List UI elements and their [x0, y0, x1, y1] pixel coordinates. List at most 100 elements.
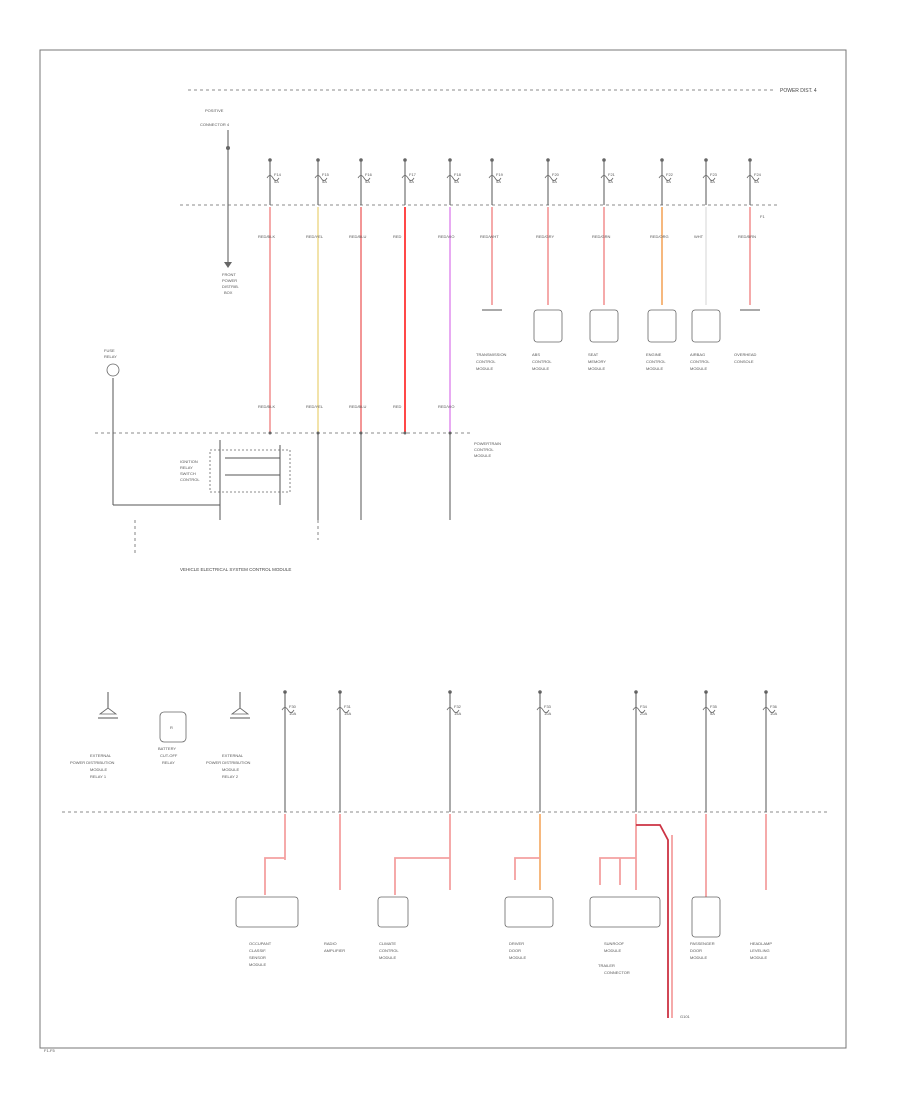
- fuse-feed-node: [704, 158, 708, 162]
- bus-node: [403, 431, 407, 435]
- fuse-id: F21: [608, 172, 616, 177]
- wire-label: RED/BLU: [349, 234, 366, 239]
- fuse-feed-node: [748, 158, 752, 162]
- trailer-feed: [636, 824, 669, 1018]
- branch-climate: [394, 857, 450, 895]
- bco-l2: CUT-OFF: [160, 753, 178, 758]
- fuse-feed-node: [268, 158, 272, 162]
- ext1-l3: MODULE: [90, 767, 107, 772]
- fuse-symbol: [446, 707, 460, 713]
- bottom-component-label-2: MODULE: [750, 955, 767, 960]
- fuse-amp: 5A: [322, 179, 327, 184]
- fuse-feed-node: [403, 158, 407, 162]
- fuse-id: F35: [710, 704, 718, 709]
- fuse-symbol: [488, 175, 502, 181]
- bottom-component-label-1: LEVELING: [750, 948, 770, 953]
- fuse-amp: 15A: [344, 711, 351, 716]
- wire-label-lower: RED/BLU: [349, 404, 366, 409]
- fuse-symbol: [401, 175, 415, 181]
- top-component-label-1: MEMORY: [588, 359, 606, 364]
- top-component-box: [533, 309, 563, 343]
- wire-label: RED/ORG: [650, 234, 669, 239]
- fuse-id: F30: [289, 704, 297, 709]
- fuse-symbol: [702, 707, 716, 713]
- relay-label-3: SWITCH: [180, 471, 196, 476]
- ext2-l4: RELAY 2: [222, 774, 239, 779]
- ext1-l1: EXTERNAL: [90, 753, 112, 758]
- ground-top-l4: BOX: [224, 290, 233, 295]
- bottom-component-label-2: MODULE: [690, 955, 707, 960]
- fuse-id: F15: [322, 172, 330, 177]
- bottom-component-label-1: DOOR: [690, 948, 702, 953]
- ext-relay-1-symbol: [98, 707, 118, 715]
- ext-relay-2-symbol: [230, 707, 250, 715]
- fuse-amp: 5A: [608, 179, 613, 184]
- relay-label-2: RELAY: [180, 465, 193, 470]
- page-frame: [39, 49, 847, 1049]
- bottom-fuse-columns: F3010AF3115AF3215AF3310AF3420AF355AF3610…: [235, 690, 778, 1018]
- left-splice-l2: RELAY: [104, 354, 117, 359]
- fuse-symbol: [446, 175, 460, 181]
- wire-label: RED: [393, 234, 402, 239]
- fuse-id: F23: [710, 172, 718, 177]
- pcm-label-2: CONTROL: [474, 447, 494, 452]
- fuse-amp: 5A: [710, 711, 715, 716]
- fuse-symbol: [357, 175, 371, 181]
- ground-top-l2: POWER: [222, 278, 237, 283]
- bottom-component-label-0: RADIO: [324, 941, 337, 946]
- wire-label: RED/WHT: [480, 234, 499, 239]
- fuse-id: F32: [454, 704, 462, 709]
- top-component-label-0: SEAT: [588, 352, 599, 357]
- ground-top-l1: FRONT: [222, 272, 236, 277]
- fuse-id: F34: [640, 704, 648, 709]
- wire-label: WHT: [694, 234, 704, 239]
- fuse-amp: 20A: [640, 711, 647, 716]
- top-component-label-0: AIRBAG: [690, 352, 705, 357]
- fuse-amp: 5A: [710, 179, 715, 184]
- top-component-label-0: TRANSMISSION: [476, 352, 507, 357]
- bottom-component-label-1: CLASSIF.: [249, 948, 266, 953]
- fuse-amp: 10A: [289, 711, 296, 716]
- fuse-id: F18: [454, 172, 462, 177]
- bco-l1: BATTERY: [158, 746, 176, 751]
- ext2-l2: POWER DISTRIBUTION: [206, 760, 251, 765]
- bottom-component-label-0: HEADLAMP: [750, 941, 772, 946]
- fuse-id: F36: [770, 704, 778, 709]
- fuse-amp: 5A: [754, 179, 759, 184]
- ground-symbol-top: [224, 262, 232, 268]
- fuse-amp: 5A: [454, 179, 459, 184]
- fuse-feed-node: [660, 158, 664, 162]
- left-splice-l1: FUSE: [104, 348, 115, 353]
- wire-label: RED/YEL: [306, 234, 324, 239]
- fuse-symbol: [281, 707, 295, 713]
- fuse-id: F14: [274, 172, 282, 177]
- top-section: POSITIVE CONNECTOR 4 FRONT POWER DISTRIB…: [95, 108, 780, 572]
- trailer-l1: TRAILER: [598, 963, 615, 968]
- bus-right-label: F1: [760, 214, 765, 219]
- bottom-component-box: [691, 896, 721, 938]
- battery-cutoff-relay: R: [159, 711, 187, 743]
- bottom-component-box: [589, 896, 661, 928]
- bottom-component-label-2: MODULE: [509, 955, 526, 960]
- top-component-label-2: MODULE: [690, 366, 707, 371]
- fuse-feed-node: [448, 158, 452, 162]
- ground-top-l3: DISTRIB.: [222, 284, 239, 289]
- ext2-l1: EXTERNAL: [222, 753, 244, 758]
- bottom-component-box: [235, 896, 299, 928]
